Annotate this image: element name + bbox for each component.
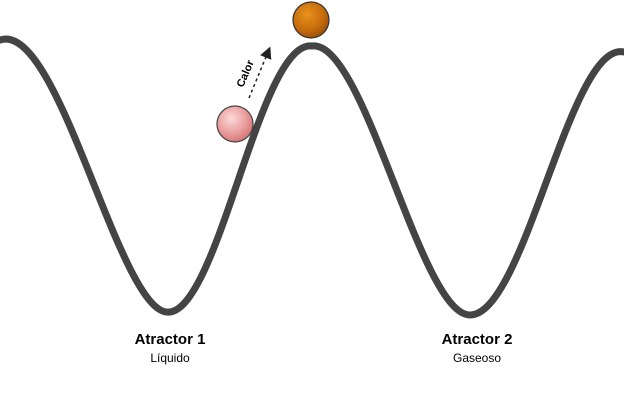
ball-top-energy <box>292 1 330 39</box>
attractor-2-state: Gaseoso <box>452 351 502 365</box>
ball-low-energy <box>216 105 254 143</box>
attractor-1-title: Atractor 1 <box>134 331 206 348</box>
attractor-1-state: Líquido <box>150 351 190 365</box>
heat-label: Calor <box>235 58 257 89</box>
attractor-2-title: Atractor 2 <box>441 331 513 348</box>
energy-curve <box>0 35 624 319</box>
heat-arrow <box>248 46 272 99</box>
